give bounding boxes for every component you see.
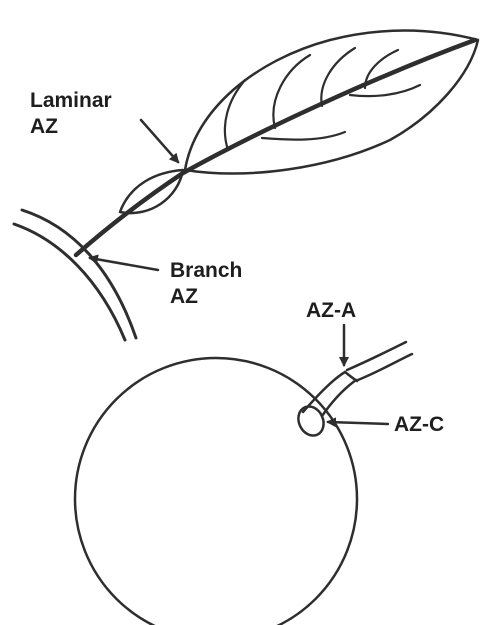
leaf-blade	[185, 31, 478, 174]
laminar-az-label-line2: AZ	[30, 115, 58, 138]
az-c-arrow	[328, 422, 388, 424]
laminar-az-label-line1: Laminar	[30, 89, 112, 112]
branch-az-label-line2: AZ	[170, 285, 198, 308]
stem-articulation	[345, 372, 357, 381]
leaf-illustration	[14, 31, 478, 340]
laminar-az-arrow	[141, 120, 178, 162]
az-a-label: AZ-A	[306, 299, 356, 322]
main-branch	[14, 210, 136, 340]
petiole-wing	[120, 170, 183, 213]
branch-az-label-line1: Branch	[170, 259, 242, 282]
fruit-illustration	[75, 342, 412, 625]
az-c-label: AZ-C	[394, 413, 444, 436]
petiole-midrib	[76, 40, 475, 255]
